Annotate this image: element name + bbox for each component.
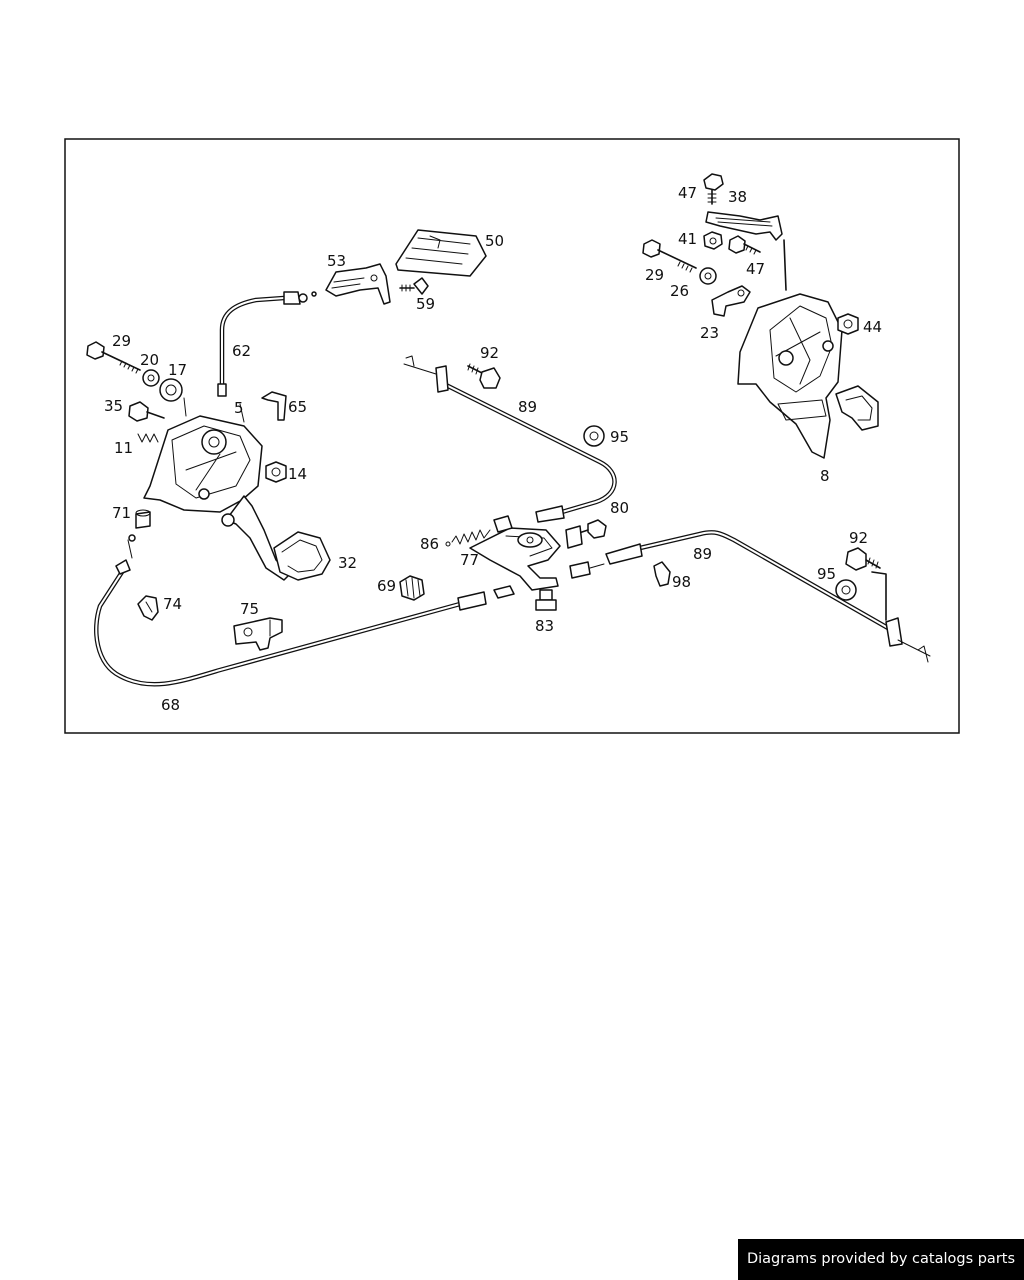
clip-74 xyxy=(137,595,159,621)
bushing-95-lower xyxy=(835,579,857,601)
bracket-75 xyxy=(233,617,283,651)
label-23: 23 xyxy=(700,324,719,342)
cable-89-upper xyxy=(403,355,617,523)
washer-26 xyxy=(699,267,717,285)
clip-65 xyxy=(261,391,287,421)
bolt-83 xyxy=(535,589,557,611)
label-92-upper: 92 xyxy=(480,344,499,362)
spring-86 xyxy=(445,529,491,547)
cable-89-lower xyxy=(605,530,931,663)
pedal-bracket-left xyxy=(143,397,263,513)
label-65: 65 xyxy=(288,398,307,416)
bolt-29-left xyxy=(86,341,141,374)
bracket-38 xyxy=(705,211,783,241)
label-95-lower: 95 xyxy=(817,565,836,583)
label-47-top: 47 xyxy=(678,184,697,202)
nut-44 xyxy=(837,313,859,335)
knob-69 xyxy=(399,575,425,601)
label-50: 50 xyxy=(485,232,504,250)
label-92-lower: 92 xyxy=(849,529,868,547)
bushing-95-upper xyxy=(583,425,605,447)
bushing-17 xyxy=(159,378,183,402)
label-8: 8 xyxy=(820,467,830,485)
bolt-92-upper xyxy=(467,363,501,389)
label-80: 80 xyxy=(610,499,629,517)
footer-credit: Diagrams provided by catalogs parts xyxy=(738,1239,1024,1280)
cable-62 xyxy=(217,291,317,397)
label-95-upper: 95 xyxy=(610,428,629,446)
label-38: 38 xyxy=(728,188,747,206)
bolt-80 xyxy=(565,519,607,549)
nut-35 xyxy=(128,401,165,422)
label-71: 71 xyxy=(112,504,131,522)
label-83: 83 xyxy=(535,617,554,635)
label-59: 59 xyxy=(416,295,435,313)
label-68: 68 xyxy=(161,696,180,714)
pedal-arm-53 xyxy=(325,263,391,305)
label-75: 75 xyxy=(240,600,259,618)
nut-41 xyxy=(703,231,723,250)
label-89-upper: 89 xyxy=(518,398,537,416)
label-77: 77 xyxy=(460,551,479,569)
label-41: 41 xyxy=(678,230,697,248)
nut-14 xyxy=(265,461,287,483)
bolt-29-right xyxy=(642,239,697,273)
screw-59 xyxy=(399,277,429,295)
label-14: 14 xyxy=(288,465,307,483)
cable-68 xyxy=(94,534,515,687)
bushing-71 xyxy=(135,509,151,529)
bolt-47-top xyxy=(703,173,724,205)
label-29-right: 29 xyxy=(645,266,664,284)
diagram-frame xyxy=(64,138,960,734)
label-53: 53 xyxy=(327,252,346,270)
label-47-side: 47 xyxy=(746,260,765,278)
label-69: 69 xyxy=(377,577,396,595)
bolt-47-side xyxy=(728,235,761,255)
spring-11 xyxy=(137,433,159,443)
label-29-left: 29 xyxy=(112,332,131,350)
label-11: 11 xyxy=(114,439,133,457)
label-35: 35 xyxy=(104,397,123,415)
label-17: 17 xyxy=(168,361,187,379)
washer-20 xyxy=(142,369,160,387)
part-labels: 47 38 41 47 29 26 23 44 8 50 53 59 62 29… xyxy=(104,184,882,714)
clip-98 xyxy=(653,561,671,587)
label-98: 98 xyxy=(672,573,691,591)
label-89-lower: 89 xyxy=(693,545,712,563)
label-44: 44 xyxy=(863,318,882,336)
pedal-bracket-right xyxy=(737,239,879,459)
label-74: 74 xyxy=(163,595,182,613)
pedal-pad-50 xyxy=(395,229,487,277)
bolt-92-lower xyxy=(845,547,881,571)
label-86: 86 xyxy=(420,535,439,553)
label-20: 20 xyxy=(140,351,159,369)
pedal-lever-32 xyxy=(221,495,331,581)
label-26: 26 xyxy=(670,282,689,300)
label-62: 62 xyxy=(232,342,251,360)
adjuster-upper-right xyxy=(569,561,605,579)
lever-77 xyxy=(469,515,561,591)
clip-23 xyxy=(711,285,751,317)
label-5: 5 xyxy=(234,399,244,417)
label-32: 32 xyxy=(338,554,357,572)
